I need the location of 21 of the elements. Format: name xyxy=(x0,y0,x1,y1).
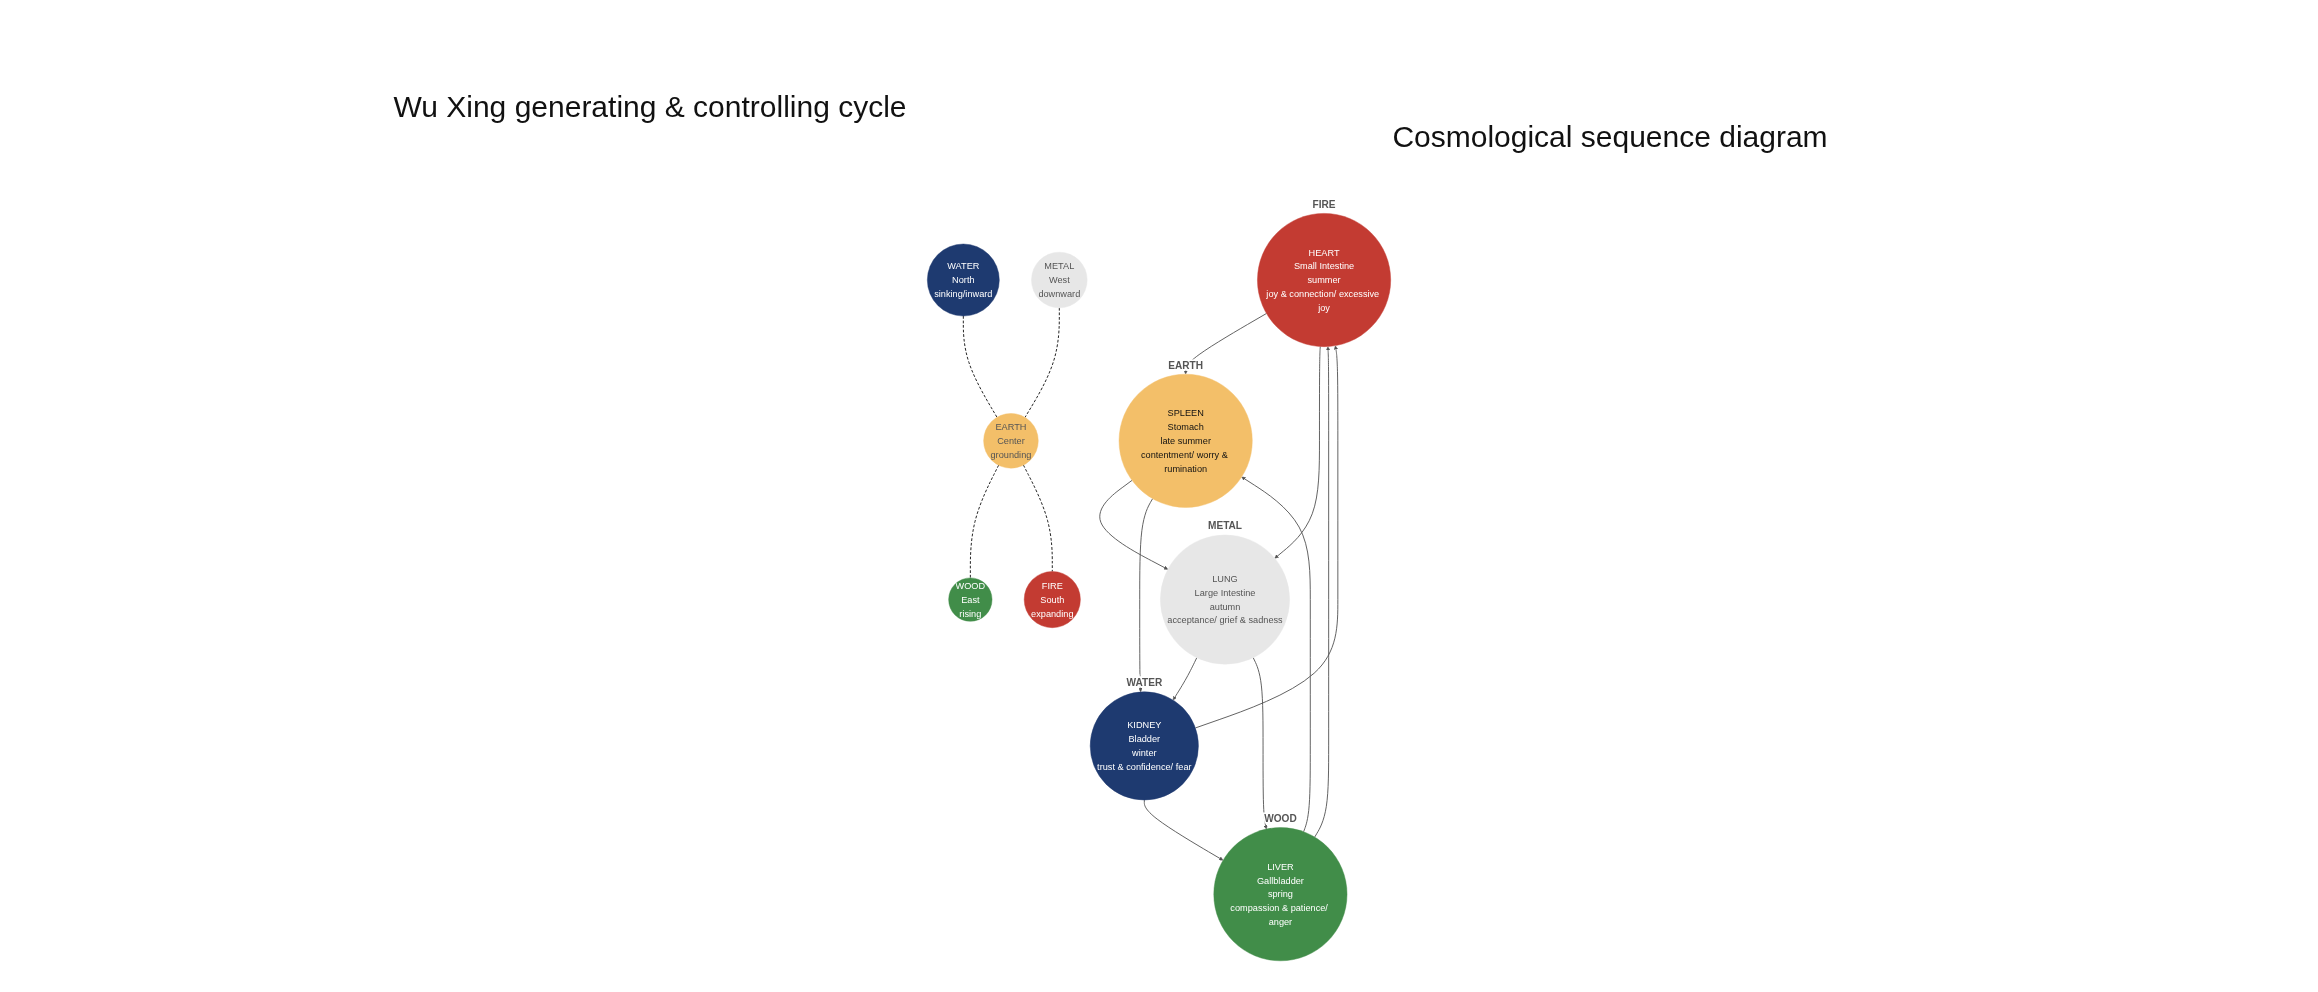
node-circle: WOOD East rising xyxy=(948,577,993,622)
node-circle: HEART Small Intestine summer joy & connection/ excessive joy xyxy=(1257,213,1391,347)
element-label: METAL xyxy=(1208,520,1242,532)
element-label: EARTH xyxy=(1168,359,1204,371)
node-circle: EARTH Center grounding xyxy=(983,413,1039,469)
node-circle: KIDNEY Bladder winter trust & confidence/ fear xyxy=(1089,691,1199,801)
element-label: FIRE xyxy=(1312,198,1336,210)
connector xyxy=(962,315,998,418)
element-label: WOOD xyxy=(1264,813,1297,825)
node-circle: LUNG Large Intestine autumn acceptance/ grief & sadness xyxy=(1160,534,1290,665)
node-circle: LIVER Gallbladder spring compassion & patience/ anger xyxy=(1213,827,1348,962)
node-circle: WATER North sinking/inward xyxy=(927,243,1000,317)
node-circle: METAL West downward xyxy=(1031,251,1088,309)
diagram-title: Wu Xing generating & controlling cycle xyxy=(392,90,908,124)
connector xyxy=(969,464,1000,579)
node-circle: SPLEEN Stomach late summer contentment/ worry & rumination xyxy=(1118,373,1253,508)
node-circle: FIRE South expanding xyxy=(1023,571,1081,628)
connector xyxy=(1023,464,1053,572)
connector xyxy=(1024,307,1060,418)
section-label: Cosmological sequence diagram xyxy=(1391,120,1829,154)
element-label: WATER xyxy=(1126,677,1163,689)
